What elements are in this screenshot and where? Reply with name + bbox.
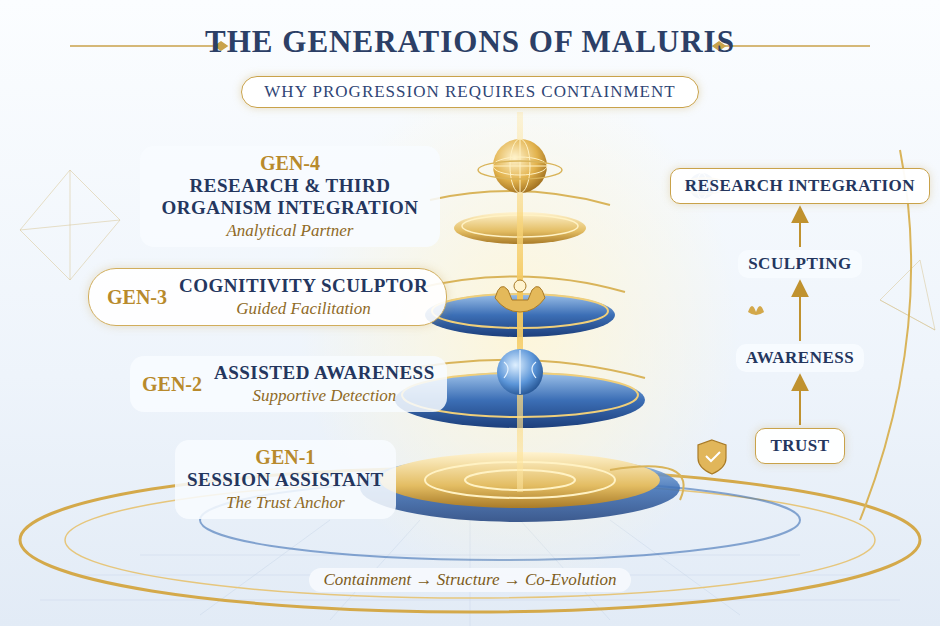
stage-box: TRUST (755, 428, 844, 464)
generation-band: GEN-4RESEARCH & THIRD ORGANISM INTEGRATI… (140, 146, 440, 247)
stage-label: AWARENESS (736, 344, 864, 372)
generation-role: Supportive Detection (252, 386, 396, 406)
right-icons (683, 173, 764, 474)
globe-icon (520, 139, 521, 193)
brain-icon (497, 349, 543, 395)
progression-note: Containment → Structure → Co-Evolution (309, 568, 630, 592)
hand-icon (495, 280, 545, 312)
generation-name: COGNITIVITY SCULPTOR (179, 275, 428, 297)
subtitle-pill: WHY PROGRESSION REQUIRES CONTAINMENT (241, 76, 698, 108)
generation-name: ASSISTED AWARENESS (214, 362, 435, 384)
orbit-arcs (610, 466, 684, 500)
text-column: COGNITIVITY SCULPTORGuided Facilitation (179, 275, 428, 319)
brain-icon (497, 349, 543, 395)
subtitle-text: WHY PROGRESSION REQUIRES CONTAINMENT (264, 82, 675, 102)
generation-number: GEN-3 (107, 286, 167, 309)
progression-arrow (799, 375, 801, 425)
stage-text: TRUST (770, 436, 829, 456)
stage-box: RESEARCH INTEGRATION (670, 168, 930, 204)
title-rules (725, 45, 870, 47)
generation-band: GEN-3 COGNITIVITY SCULPTORGuided Facilita… (88, 268, 447, 326)
generation-name: SESSION ASSISTANT (187, 469, 384, 491)
stage-text: SCULPTING (748, 254, 852, 274)
generation-band: GEN-2 ASSISTED AWARENESSSupportive Detect… (130, 356, 447, 412)
brain-icon (504, 350, 536, 394)
right-icons (706, 452, 720, 461)
stage-label: SCULPTING (738, 250, 862, 278)
right-arc (860, 150, 911, 520)
generation-role: The Trust Anchor (187, 493, 384, 513)
stage-text: RESEARCH INTEGRATION (685, 176, 915, 196)
generation-number: GEN-1 (187, 446, 384, 469)
generation-number: GEN-2 (142, 373, 202, 396)
footer-wrap: Containment → Structure → Co-Evolution (0, 568, 940, 592)
globe-icon (478, 139, 562, 193)
text-column: ASSISTED AWARENESSSupportive Detection (214, 362, 435, 406)
title-rules (70, 45, 215, 47)
side-geometry (20, 170, 120, 280)
globe-icon (493, 139, 547, 193)
generation-band: GEN-1SESSION ASSISTANTThe Trust Anchor (175, 440, 396, 519)
stage-text: AWARENESS (746, 348, 854, 368)
progression-arrow (799, 207, 801, 247)
globe-icon (493, 139, 547, 193)
generation-role: Guided Facilitation (236, 299, 371, 319)
right-arc (860, 150, 911, 520)
progression-arrow (799, 281, 801, 341)
side-geometry (880, 260, 935, 330)
right-icons (698, 440, 726, 474)
hand-icon (514, 280, 526, 292)
diagram-title: THE GENERATIONS OF MALURIS (0, 24, 940, 60)
generation-name: RESEARCH & THIRD ORGANISM INTEGRATION (152, 175, 428, 219)
globe-icon (478, 161, 562, 179)
generation-number: GEN-4 (152, 152, 428, 175)
right-icons (748, 306, 764, 315)
generation-role: Analytical Partner (152, 221, 428, 241)
